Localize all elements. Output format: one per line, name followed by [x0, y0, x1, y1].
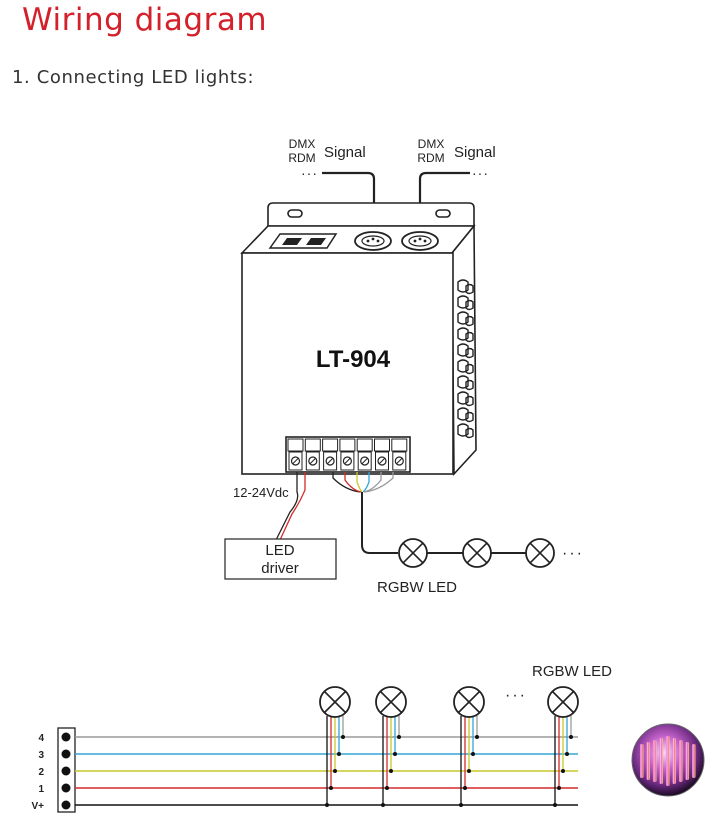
bus-pin-dot: [61, 766, 71, 776]
terminal-block: [285, 436, 411, 473]
power-voltage-label: 12-24Vdc: [233, 485, 289, 500]
led-lamp-icon: [375, 686, 407, 718]
driver-label-line1: LED: [265, 542, 294, 559]
signal-in-wire: [322, 171, 376, 232]
signal-label: Signal: [454, 144, 496, 161]
rj45-ports: [268, 233, 338, 249]
power-wire-neg: [275, 472, 299, 541]
mounting-flange: [267, 202, 475, 227]
power-wire-pos: [279, 472, 306, 541]
bus-pin-dot: [61, 783, 71, 793]
signal-ellipsis: ···: [301, 165, 318, 181]
bus-pin-label: V+: [31, 801, 44, 812]
bus-pin-dot: [61, 800, 71, 810]
led-lamp-icon: [525, 538, 555, 568]
bus-ellipsis: ···: [505, 687, 527, 704]
terminal-screw: [287, 438, 304, 471]
terminal-screw: [391, 438, 408, 471]
mount-hole-left: [287, 209, 303, 218]
signal-ellipsis: ···: [472, 165, 489, 181]
product-photo: [631, 723, 705, 797]
bus-pin-dot: [61, 749, 71, 759]
terminal-screw: [356, 438, 373, 471]
bus-pin-label: 4: [38, 733, 44, 744]
bus-pin-label: 3: [38, 750, 44, 761]
bus-led-label: RGBW LED: [532, 663, 612, 680]
output-wire-bundle: [332, 472, 394, 493]
rdm-label: RDM: [288, 151, 315, 165]
bus-pin-dot: [61, 732, 71, 742]
xlr-connector-out: [401, 231, 439, 251]
mount-hole-right: [435, 209, 451, 218]
dmx-label: DMX: [289, 137, 316, 151]
ventilation-slots: [457, 279, 474, 439]
led-chain-label: RGBW LED: [377, 579, 457, 596]
led-chain: [398, 538, 555, 568]
led-driver-box: LED driver: [224, 538, 337, 580]
led-lamp-icon: [453, 686, 485, 718]
bus-pin-label: 1: [38, 784, 44, 795]
model-label: LT-904: [316, 346, 391, 373]
signal-out-label: DMX RDM Signal ···: [417, 137, 495, 181]
terminal-screw: [304, 438, 321, 471]
signal-label: Signal: [324, 144, 366, 161]
led-lamp-icon: [547, 686, 579, 718]
terminal-screw: [322, 438, 339, 471]
signal-in-label: DMX RDM Signal ···: [288, 137, 365, 181]
xlr-connector-in: [354, 231, 392, 251]
led-lamp-icon: [462, 538, 492, 568]
section-heading: 1. Connecting LED lights:: [12, 67, 255, 88]
dmx-label: DMX: [418, 137, 445, 151]
led-chain-ellipsis: ···: [562, 545, 584, 562]
driver-label-line2: driver: [261, 560, 299, 577]
signal-out-wire: [418, 171, 470, 232]
terminal-screw: [339, 438, 356, 471]
rdm-label: RDM: [417, 151, 444, 165]
page-title: Wiring diagram: [22, 2, 268, 38]
led-lamp-icon: [319, 686, 351, 718]
bus-pins: 4 3 2 1V+: [31, 732, 71, 812]
led-lamp-icon: [398, 538, 428, 568]
bus-pin-label: 2: [38, 767, 44, 778]
terminal-screw: [374, 438, 390, 471]
bus-leds: [319, 686, 579, 807]
